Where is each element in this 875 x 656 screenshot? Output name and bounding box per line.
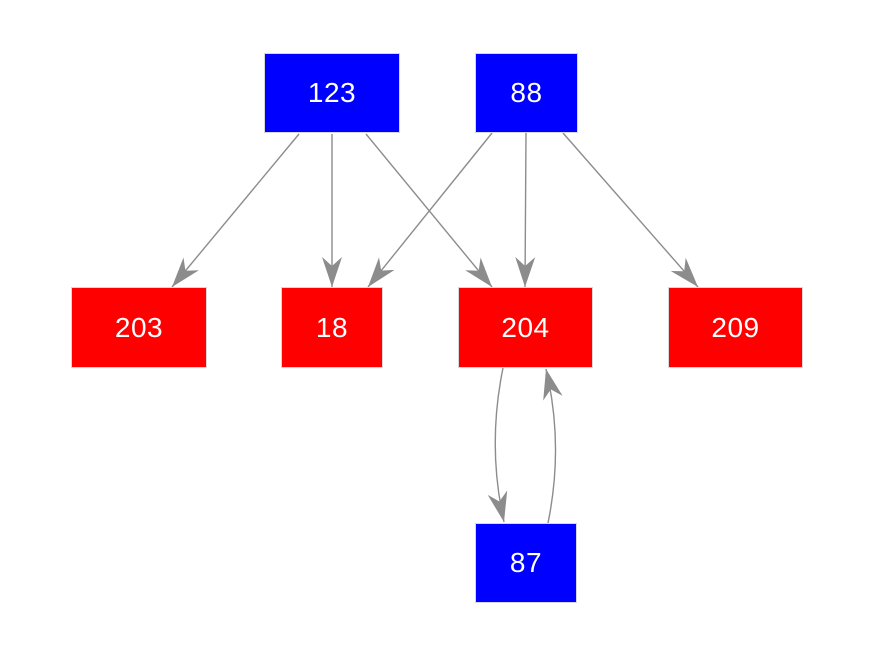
node-label: 204 (501, 311, 550, 343)
graph-node-87[interactable]: 87 (475, 523, 577, 603)
graph-node-88[interactable]: 88 (475, 53, 578, 133)
node-label: 88 (510, 77, 543, 108)
node-label: 209 (711, 311, 760, 343)
graph-node-209[interactable]: 209 (668, 287, 803, 368)
graph-node-204[interactable]: 204 (458, 287, 593, 368)
node-label: 123 (307, 77, 357, 108)
graph-node-18[interactable]: 18 (281, 287, 383, 368)
graph-node-203[interactable]: 203 (71, 287, 207, 368)
graph-node-123[interactable]: 123 (264, 53, 400, 133)
node-label: 18 (315, 311, 349, 343)
node-label: 203 (114, 311, 164, 343)
node-label: 87 (509, 547, 543, 578)
